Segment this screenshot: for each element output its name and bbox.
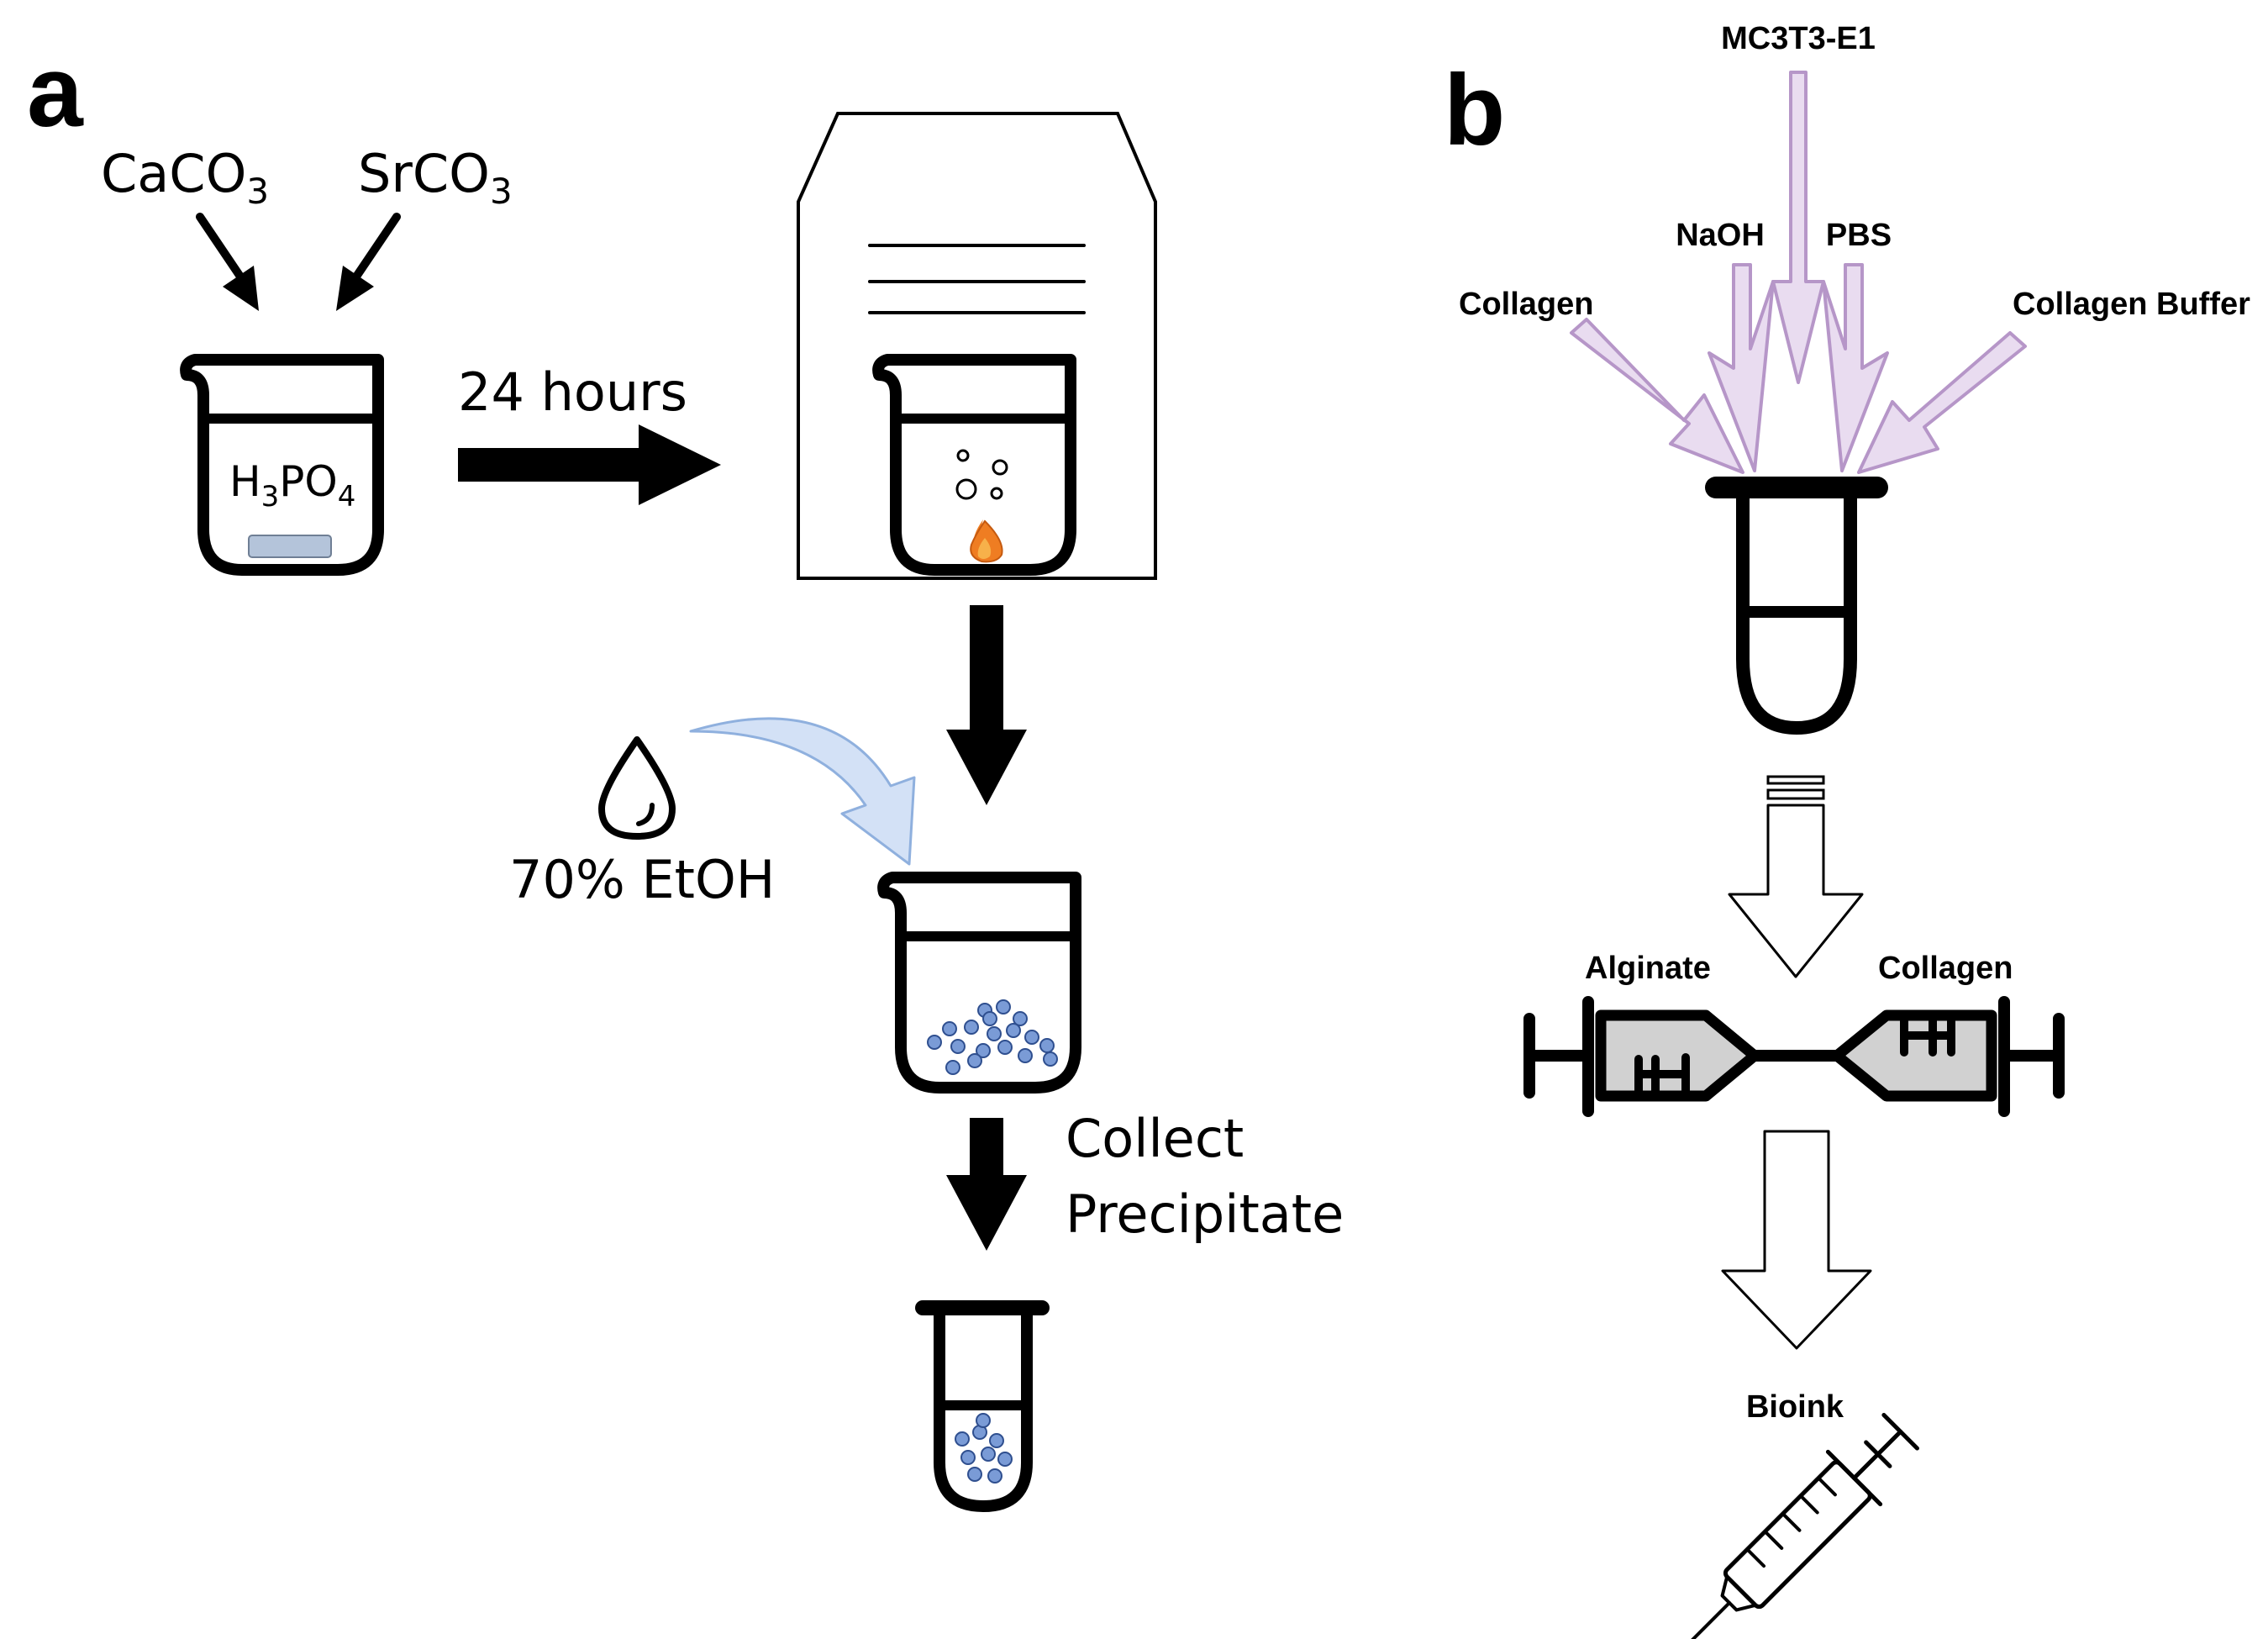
beaker-phosphoric-acid: [180, 354, 384, 576]
panel-a-letter: a: [27, 35, 84, 148]
down-arrow-1: [946, 605, 1027, 805]
ethanol-curved-arrow: [689, 717, 916, 866]
syringe-label-alginate: Alginate: [1585, 951, 1711, 986]
precipitate-particles: [927, 999, 1058, 1075]
product-label-bioink: Bioink: [1746, 1389, 1844, 1425]
step-arrow-right: [458, 424, 721, 505]
input-arrow-collagen: [1570, 318, 1744, 474]
furnace-icon: [797, 112, 1157, 580]
sample-pellet: [248, 535, 332, 558]
input-label-naoh: NaOH: [1676, 218, 1765, 253]
down-arrow-2: [946, 1118, 1027, 1251]
collect-label-line1: Collect: [1066, 1108, 1244, 1169]
bioink-down-arrow: [1721, 1130, 1872, 1350]
ethanol-label: 70% EtOH: [509, 849, 775, 910]
input-label-collagen: Collagen: [1459, 287, 1593, 322]
input-arrow-cell-line: [1771, 71, 1825, 384]
input-arrow-collagen-buffer: [1857, 331, 2027, 474]
panel-b-letter: b: [1444, 54, 1505, 166]
syringe-label-collagen: Collagen: [1878, 951, 2013, 986]
tube-particles: [955, 1413, 1013, 1484]
step-time-label: 24 hours: [458, 361, 687, 423]
flame-icon: [970, 519, 1003, 563]
mix-down-arrow: [1728, 775, 1864, 978]
reagent-caco3-label: CaCO3: [101, 143, 269, 212]
input-label-collagen-buffer: Collagen Buffer: [2013, 287, 2250, 322]
droplet-icon: [598, 736, 676, 840]
collection-tube: [915, 1300, 1050, 1512]
input-label-pbs: PBS: [1826, 218, 1892, 253]
beaker-contents-label: H3PO4: [229, 457, 355, 514]
beaker-heated: [872, 354, 1076, 576]
cell-line-label: MC3T3-E1: [1721, 21, 1876, 56]
reagent-arrow-right: [336, 213, 401, 311]
input-arrow-naoh: [1708, 263, 1775, 472]
input-arrow-pbs: [1822, 263, 1889, 472]
dual-syringe: [1523, 996, 2065, 1117]
mixing-tube: [1705, 477, 1888, 735]
reagent-arrow-left: [196, 213, 259, 311]
bioink-syringe-icon: [1686, 1413, 1919, 1639]
beaker-precipitate: [877, 872, 1081, 1094]
reagent-srco3-label: SrCO3: [358, 143, 513, 212]
collect-label-line2: Precipitate: [1066, 1183, 1344, 1245]
